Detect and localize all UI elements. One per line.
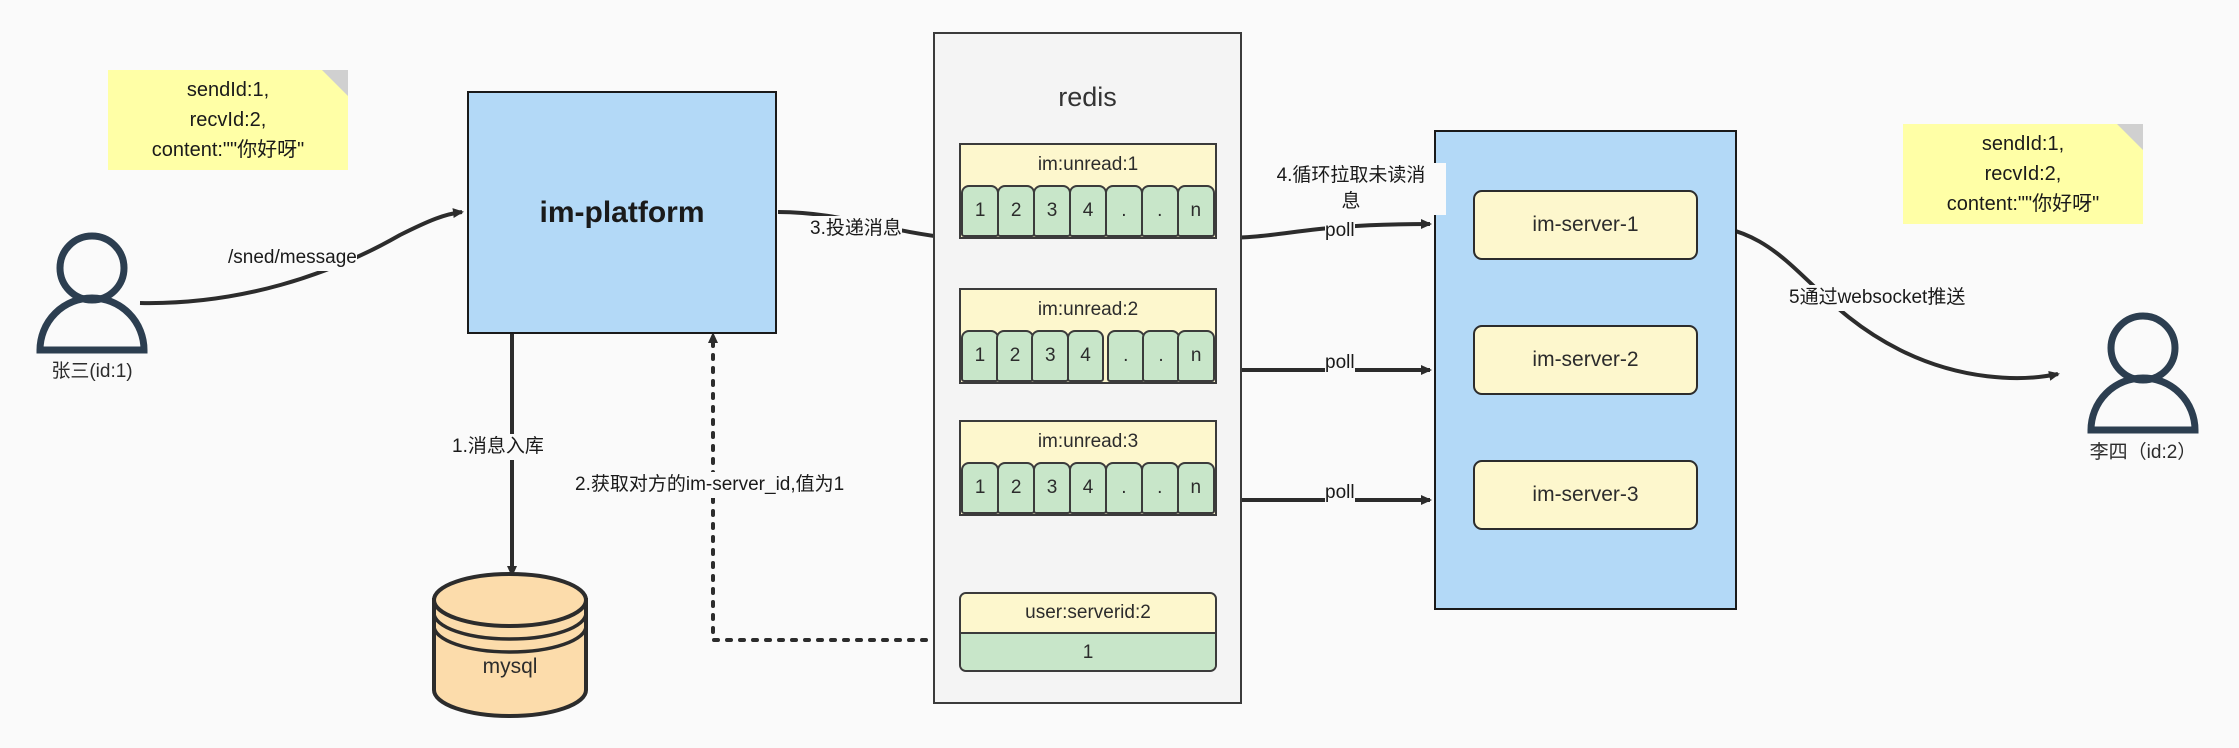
sticky-note-right-text: sendId:1, recvId:2, content:""你好呀" (1946, 133, 2100, 215)
redis-kv-user-serverid: user:serverid:2 1 (959, 592, 1217, 672)
receiver-user-icon (2087, 312, 2199, 434)
queue-cell: n (1176, 462, 1215, 514)
queue-cells: 1 2 3 4 . . n (961, 330, 1216, 382)
queue-cell: 4 (1068, 185, 1108, 237)
note-fold-icon (322, 70, 348, 96)
im-server-1-label: im-server-1 (1532, 213, 1639, 236)
queue-cell: . (1142, 330, 1180, 382)
edge-label-step3: 3.投递消息 (810, 216, 902, 242)
im-server-3-box[interactable]: im-server-3 (1473, 460, 1698, 530)
sticky-note-left-text: sendId:1, recvId:2, content:""你好呀" (151, 79, 305, 161)
sender-user-icon (36, 232, 148, 354)
kv-key-label: user:serverid:2 (961, 594, 1215, 634)
edge-label-send-message: /sned/message (228, 245, 357, 271)
edge-label-poll-2: poll (1325, 350, 1355, 376)
queue-cell: . (1104, 185, 1144, 237)
queue-cell: . (1140, 185, 1180, 237)
queue-cell: 3 (1032, 462, 1072, 514)
sticky-note-left: sendId:1, recvId:2, content:""你好呀" (108, 70, 348, 170)
queue-cells: 1 2 3 4 . . n (961, 462, 1215, 514)
queue-cell: 2 (996, 185, 1036, 237)
queue-key-label: im:unread:2 (961, 290, 1215, 330)
queue-cell: 2 (996, 330, 1034, 382)
queue-cell: . (1106, 330, 1145, 382)
edge-label-step2: 2.获取对方的im-server_id,值为1 (575, 472, 845, 498)
mysql-label: mysql (482, 655, 538, 678)
edge-label-poll-1: poll (1325, 218, 1355, 244)
sender-label: 张三(id:1) (51, 361, 133, 382)
edge-label-poll-3: poll (1325, 480, 1355, 506)
sticky-note-right: sendId:1, recvId:2, content:""你好呀" (1903, 124, 2143, 224)
redis-queue-im-unread-1: im:unread:1 1 2 3 4 . . n (959, 143, 1217, 239)
queue-cell: 1 (961, 330, 999, 382)
edge-label-step5: 5通过websocket推送 (1789, 285, 1966, 311)
redis-queue-im-unread-2: im:unread:2 1 2 3 4 . . n (959, 288, 1217, 384)
redis-queue-im-unread-3: im:unread:3 1 2 3 4 . . n (959, 420, 1217, 516)
queue-cells: 1 2 3 4 . . n (961, 185, 1215, 237)
queue-cell: n (1177, 330, 1216, 382)
queue-cell: . (1140, 462, 1180, 514)
im-server-2-label: im-server-2 (1532, 348, 1639, 371)
edge-queue1-to-server1 (1217, 219, 1432, 240)
queue-cell: 4 (1068, 462, 1108, 514)
queue-cell: 3 (1032, 185, 1072, 237)
im-server-3-label: im-server-3 (1532, 483, 1639, 506)
redis-title: redis (1058, 82, 1117, 112)
im-server-1-box[interactable]: im-server-1 (1473, 190, 1698, 260)
queue-cell: 4 (1066, 330, 1105, 382)
queue-cell: n (1176, 185, 1215, 237)
im-server-2-box[interactable]: im-server-2 (1473, 325, 1698, 395)
edge-label-step4: 4.循环拉取未读消 息 (1256, 163, 1446, 215)
mysql-database-icon (432, 572, 588, 718)
queue-cell: 3 (1031, 330, 1070, 382)
edge-label-step1: 1.消息入库 (452, 434, 544, 460)
kv-value-label: 1 (961, 634, 1215, 670)
im-platform-label: im-platform (539, 195, 705, 229)
receiver-label: 李四（id:2） (2089, 442, 2197, 463)
queue-cell: 2 (996, 462, 1036, 514)
queue-key-label: im:unread:1 (961, 145, 1215, 185)
queue-key-label: im:unread:3 (961, 422, 1215, 462)
note-fold-icon (2117, 124, 2143, 150)
queue-cell: . (1104, 462, 1144, 514)
queue-cell: 1 (961, 185, 1000, 237)
im-platform-box[interactable]: im-platform (467, 91, 777, 334)
queue-cell: 1 (961, 462, 1000, 514)
